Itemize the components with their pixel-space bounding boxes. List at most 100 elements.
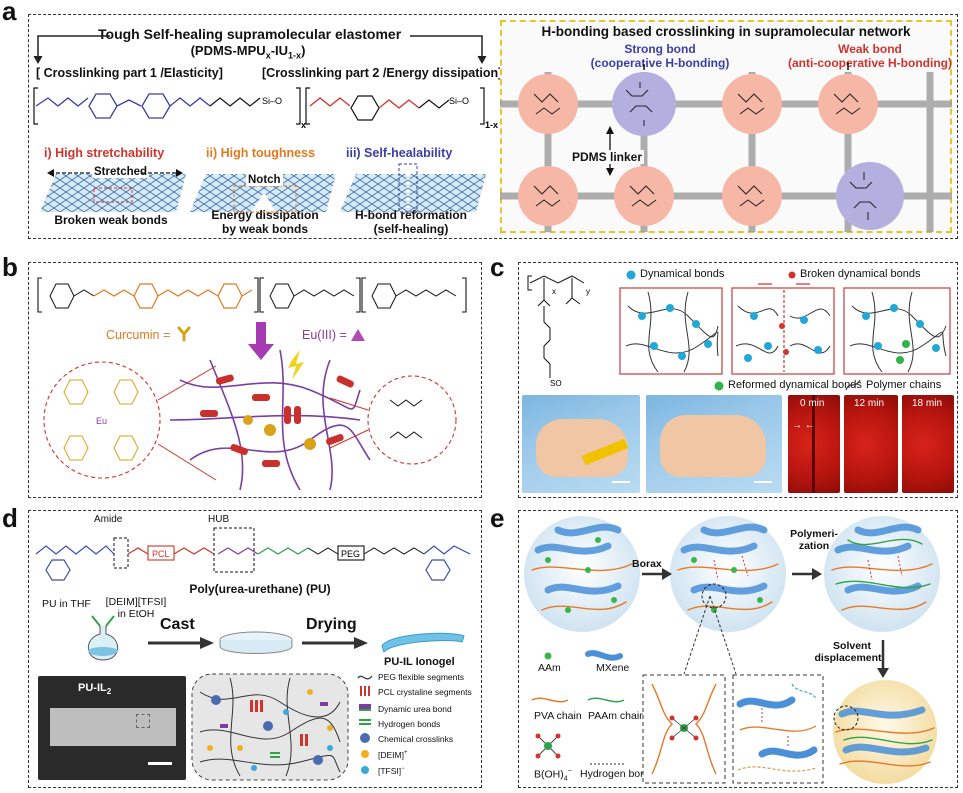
time-18min: 18 min [912, 398, 943, 409]
eu-legend: Eu(III) = [302, 328, 347, 342]
strong-bond-sublabel: (cooperative H-bonding) [590, 56, 730, 70]
eu-triangle-icon [351, 329, 365, 341]
hub-label: HUB [208, 514, 230, 525]
curcumin-legend: Curcumin = [106, 328, 171, 342]
strong-bond-label: Strong bond [624, 42, 696, 56]
ionic-liquid-label-2: in EtOH [117, 608, 155, 620]
legend-hydrogen-bond: Hydrogen bond [580, 768, 652, 780]
svg-text:Eu: Eu [96, 416, 107, 426]
svg-text:x: x [301, 120, 306, 130]
polymer-chains-label: Polymer chains [866, 379, 942, 391]
solvent-displacement-2: displacement [814, 652, 882, 664]
broken-bond-icon [788, 271, 796, 279]
stretched-arrow [47, 169, 183, 177]
crosslinking-part1: [ Crosslinking part 1 /Elasticity] [36, 66, 223, 80]
property-stretchability: i) High stretchability [44, 146, 165, 160]
time-0min: 0 min [800, 398, 825, 409]
panel-label-d: d [2, 503, 18, 533]
drying-arrow [302, 637, 368, 649]
panel-d [28, 510, 482, 788]
property-toughness: ii) High toughness [206, 146, 316, 160]
panel-label-e: e [490, 503, 505, 533]
curcumin-icon [177, 326, 191, 342]
svg-text:PEG: PEG [341, 549, 360, 559]
legend-urea: Dynamic urea bond [378, 704, 452, 714]
panel-a-bracket-arrows [33, 35, 487, 65]
time-12min: 12 min [854, 398, 885, 409]
ionogel-film-icon [381, 632, 465, 654]
panel-e [518, 510, 958, 788]
svg-text:Si–O: Si–O [262, 96, 282, 106]
legend-tfsi: [TFSI]− [378, 766, 405, 776]
legend-aam: AAm [538, 662, 561, 674]
poly-urea-urethane-structure: PCL PEG [35, 527, 471, 581]
ionogel-photo [38, 676, 186, 780]
stretched-label: Stretched [92, 166, 150, 178]
panel-a-subtitle: (PDMS-MPUx-IU1-x) [190, 43, 306, 61]
svg-text:y: y [586, 287, 590, 296]
zwitterion-structure: x y SO [527, 275, 590, 388]
fluorescence-12min [844, 395, 898, 493]
notch-label: Notch [246, 174, 283, 186]
svg-text:Si–O: Si–O [449, 96, 469, 106]
pdms-linker-label: PDMS linker [570, 150, 645, 164]
reformed-bonds-label: Reformed dynamical bonds [728, 379, 862, 391]
panel-label-b: b [2, 252, 18, 282]
legend-hbond: Hydrogen bonds [378, 719, 441, 729]
network-title: H-bonding based crosslinking in supramol… [541, 24, 911, 39]
hydrogel-stages [524, 516, 940, 632]
arrow-markers: → ← [792, 420, 815, 431]
ionogel-network [191, 673, 349, 781]
dynamic-network-boxes [619, 283, 951, 375]
pdms-mpu-iu-structure: Si–O x Si–O 1-x [33, 87, 498, 130]
legend-crosslinks: Chemical crosslinks [378, 734, 454, 744]
legend-d-icons [357, 675, 373, 774]
weak-bond-sublabel: (anti-cooperative H-bonding) [788, 56, 952, 70]
caption-hbond-reformation-1: H-bond reformation [355, 208, 467, 222]
flask-icon [87, 615, 119, 661]
solvent-down-arrow [877, 640, 889, 678]
crosslinking-part2: [Crosslinking part 2 /Energy dissipation… [262, 66, 503, 80]
cast-arrow [148, 637, 214, 649]
panel-label-c: c [490, 252, 505, 282]
hand-healed-photo [646, 395, 782, 493]
petri-dish-icon [219, 631, 293, 654]
cast-label: Cast [160, 616, 195, 633]
mesh-sheets [40, 163, 486, 213]
zoom-lines [683, 595, 737, 675]
caption-energy-dissipation-1: Energy dissipation [211, 208, 319, 222]
polymerization-label-2: zation [798, 540, 830, 552]
legend-mxene: MXene [596, 662, 630, 674]
fluorescence-0min [788, 395, 840, 493]
panel-a-title: Tough Self-healing supramolecular elasto… [98, 26, 402, 42]
dynamical-bond-icon [626, 270, 636, 280]
supramolecular-network [500, 62, 952, 232]
drying-label: Drying [306, 616, 357, 633]
borax-label: Borax [632, 558, 662, 570]
legend-pva: PVA chain [534, 710, 582, 722]
polymerization-label-1: Polymeri- [790, 528, 838, 540]
svg-text:1-x: 1-x [485, 120, 498, 130]
pu-polymer-name: Poly(urea-urethane) (PU) [189, 582, 331, 596]
final-ionogel-sphere [833, 680, 937, 784]
caption-broken-weak-bonds: Broken weak bonds [54, 213, 168, 227]
borate-crosslink-zoom [642, 674, 726, 784]
curcumin-pu-structure [37, 277, 467, 313]
pu-in-thf-label: PU in THF [42, 598, 91, 610]
fluorescence-18min [902, 395, 954, 493]
panel-c [518, 262, 958, 498]
polymer-chain-icon [845, 379, 861, 391]
svg-text:PCL: PCL [152, 549, 170, 559]
hbond-interface-zoom [732, 674, 824, 784]
ionic-liquid-label-1: [DEIM][TFSI] [105, 596, 167, 608]
eu-curcumin-network: Eu [43, 349, 457, 491]
hand-cut-photo [522, 395, 640, 493]
caption-hbond-reformation-2: (self-healing) [373, 222, 449, 236]
dynamical-bonds-label: Dynamical bonds [640, 268, 725, 280]
svg-text:x: x [552, 287, 556, 296]
solvent-displacement-1: Solvent [833, 640, 871, 652]
panel-b [28, 262, 482, 498]
broken-bonds-label: Broken dynamical bonds [800, 268, 921, 280]
panel-label-a: a [2, 0, 17, 26]
caption-energy-dissipation-2: by weak bonds [221, 222, 309, 236]
